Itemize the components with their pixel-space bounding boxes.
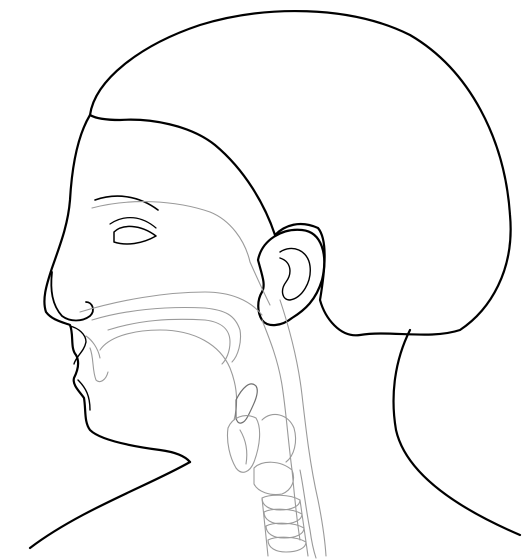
nose-outline <box>51 272 93 321</box>
tracheal-ring <box>262 495 300 510</box>
cricoid-cartilage <box>254 462 294 494</box>
ear-inner-fold <box>280 248 310 300</box>
larynx <box>227 416 259 473</box>
back-neck-shoulder-outline <box>394 330 520 535</box>
nasal-cavity-floor <box>80 292 262 315</box>
nasal-cavity-roof <box>92 202 270 305</box>
face-profile-outline <box>44 115 190 462</box>
ear-outline <box>258 230 324 325</box>
eye-outline <box>114 226 156 244</box>
trachea <box>262 495 308 556</box>
upper-teeth <box>86 336 100 358</box>
jaw-neck-outline <box>30 462 190 548</box>
eyebrow <box>95 196 158 210</box>
soft-palate <box>108 319 230 364</box>
vocal-fold <box>240 430 247 464</box>
tracheal-ring <box>268 537 306 552</box>
tongue <box>100 330 237 420</box>
hard-palate <box>92 308 241 363</box>
hair-outline <box>90 11 511 335</box>
